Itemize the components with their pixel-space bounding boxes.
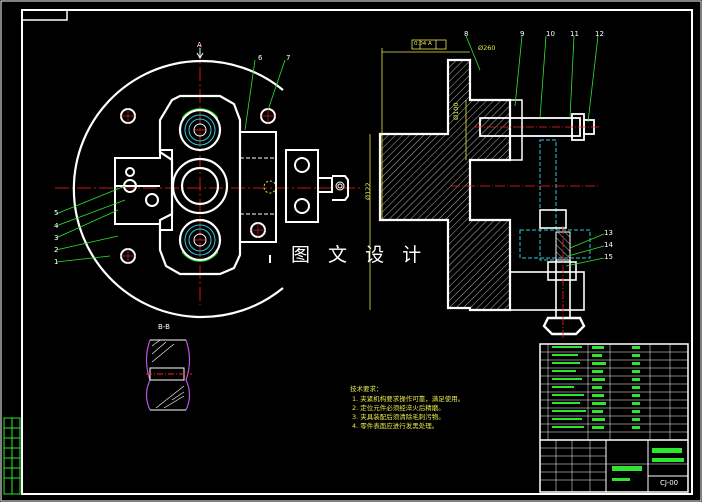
part-label-7: 7 (286, 54, 291, 62)
dimension-d3: Ø122 (364, 182, 372, 200)
tech-req-item-3: 3. 夹具装配后须清除毛刺污物。 (352, 413, 445, 421)
side-section (369, 35, 605, 340)
part-label-1: 1 (54, 258, 59, 266)
part-label-11: 11 (570, 30, 579, 38)
part-label-8: 8 (464, 30, 469, 38)
part-label-6: 6 (258, 54, 263, 62)
part-label-9: 9 (520, 30, 525, 38)
side-stub (3, 417, 21, 495)
part-label-15: 15 (604, 253, 613, 261)
slider-body (158, 94, 242, 276)
tech-req-item-4: 4. 零件表面应进行发黑处理。 (352, 422, 439, 430)
part-label-3: 3 (54, 234, 59, 242)
right-bracket (239, 131, 349, 243)
part-label-12: 12 (595, 30, 604, 38)
corner-box (21, 9, 68, 21)
clamp-plate-left (114, 149, 173, 231)
tech-req-item-1: 1. 夹紧机构要求操作可靠，满足使用。 (352, 395, 465, 403)
dimension-d1: Ø260 (478, 44, 496, 52)
dimension-d2: Ø100 (452, 102, 460, 120)
inner-frame (21, 9, 693, 495)
bushing-hidden (184, 114, 216, 256)
flange-body (378, 58, 512, 312)
bom-marks (552, 346, 684, 481)
dimension-lines (369, 39, 470, 310)
part-label-5: 5 (54, 209, 59, 217)
part-label-10: 10 (546, 30, 555, 38)
part-label-2: 2 (54, 246, 59, 254)
view-label: A (197, 41, 202, 49)
part-label-4: 4 (54, 222, 59, 230)
title-block (539, 343, 689, 493)
part-label-14: 14 (604, 241, 613, 249)
section-label: B-B (158, 323, 170, 331)
front-view (55, 45, 360, 319)
tolerance-box: 0.04 A (414, 41, 432, 47)
tech-req-title: 技术要求： (350, 385, 383, 393)
drawing-number: CJ-00 (660, 479, 679, 487)
section-bb (145, 339, 192, 411)
tech-req-item-2: 2. 定位元件必须经淬火后精磨。 (352, 404, 445, 412)
watermark: 图 文 设 计 (291, 244, 428, 266)
leader-lines (55, 59, 286, 263)
part-label-13: 13 (604, 229, 613, 237)
disk-outline (72, 59, 284, 319)
bolt (474, 113, 600, 141)
bushing-leader-arcs (181, 108, 219, 262)
